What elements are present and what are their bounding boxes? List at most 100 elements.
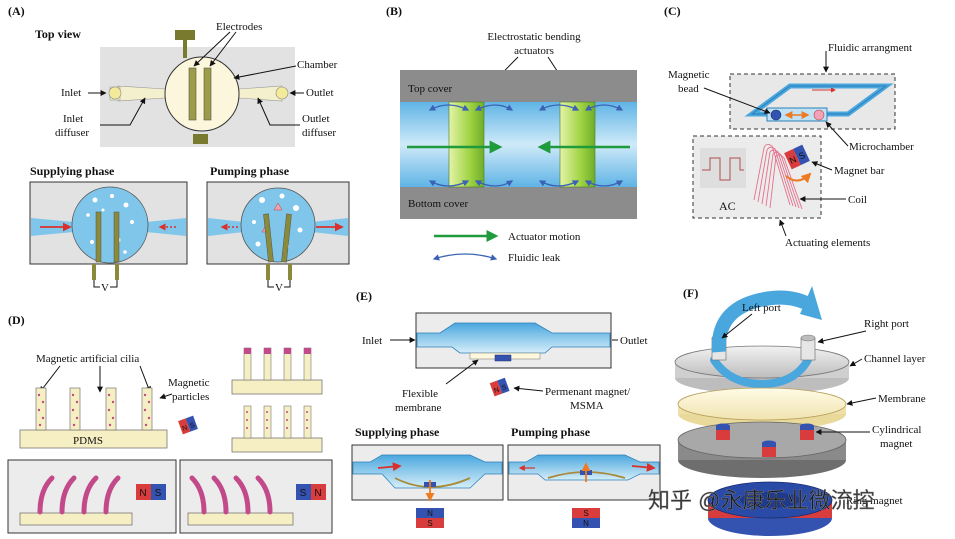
svg-text:S: S — [427, 519, 432, 528]
magnetic-bead-label-2: bead — [678, 83, 699, 95]
flexible-membrane-label-2: membrane — [395, 402, 442, 414]
actuator-left — [448, 101, 485, 188]
outlet-label: Outlet — [306, 87, 334, 99]
flow-arrow — [711, 290, 816, 353]
a-sup-voltage: V — [101, 282, 109, 294]
bottom-cover-label: Bottom cover — [408, 198, 469, 210]
svg-text:N: N — [314, 488, 321, 499]
a-pump-chamber — [240, 187, 316, 263]
e-sup-magnet-n — [416, 508, 444, 518]
a-sup-electrode-2 — [113, 211, 120, 263]
panel-d-letter: (D) — [8, 313, 25, 327]
d-bent-cilia-left — [37, 475, 121, 515]
d-variant-1-base — [231, 379, 323, 395]
actuators-label-2: actuators — [514, 45, 554, 57]
svg-text:S: S — [797, 150, 807, 162]
panel-d: (D) Magnetic artificial cilia Magnetic p… — [7, 313, 333, 534]
membrane-disk — [677, 387, 847, 421]
d-variant-2-base — [231, 437, 323, 453]
channel-layer-top — [674, 345, 850, 379]
inlet-diffuser-label-1: Inlet — [63, 113, 83, 125]
electrodes-label: Electrodes — [216, 21, 262, 33]
inlet-diffuser — [117, 85, 166, 102]
d-magnet-left-n — [136, 484, 151, 500]
legend-leak-swatch — [432, 253, 498, 261]
left-port-label: Left port — [742, 302, 781, 314]
svg-text:S: S — [583, 509, 588, 518]
a-supplying-phase-title: Supplying phase — [30, 164, 115, 178]
outlet-hole — [275, 86, 289, 100]
svg-text:N: N — [583, 519, 589, 528]
flexible-membrane-label-1: Flexible — [402, 388, 438, 400]
outlet-diffuser — [238, 85, 283, 102]
svg-text:N: N — [493, 387, 500, 395]
a-sup-electrode-1 — [95, 211, 102, 263]
panel-b-letter: (B) — [386, 4, 402, 18]
bottom-cover — [400, 187, 637, 219]
panel-c-letter: (C) — [664, 4, 681, 18]
legend-fluidic-leak: Fluidic leak — [508, 252, 561, 264]
svg-text:S: S — [501, 384, 508, 392]
b-fluid-channel — [400, 102, 637, 187]
b-leak-arrows — [428, 104, 624, 187]
e-inlet-label: Inlet — [362, 335, 382, 347]
d-variant-2-cilia — [243, 405, 312, 439]
inlet-label: Inlet — [61, 87, 81, 99]
a-pumping-phase-title: Pumping phase — [210, 164, 290, 178]
magnet-bar-label: Magnet bar — [834, 165, 885, 177]
svg-text:S: S — [155, 488, 162, 499]
a-pump-electrode-1 — [263, 213, 274, 263]
a-sup-chamber — [71, 186, 149, 264]
actuator-right — [559, 101, 596, 188]
legend-actuator-motion: Actuator motion — [508, 231, 581, 243]
e-outlet-label: Outlet — [620, 335, 648, 347]
ac-signal-box — [700, 148, 746, 188]
svg-text:S: S — [300, 488, 307, 499]
electrode-left — [188, 67, 197, 121]
electrode-right — [203, 67, 212, 121]
d-magnet-left-s — [151, 484, 166, 500]
chamber-circle — [164, 56, 240, 132]
e-channel — [416, 322, 611, 354]
particles-label-1: Magnetic — [168, 377, 210, 389]
inlet-hole — [108, 86, 122, 100]
e-supplying-phase-title: Supplying phase — [355, 425, 440, 439]
coil-label: Coil — [848, 194, 867, 206]
e-pump-magnet-s — [572, 508, 600, 518]
panel-e: (E) Inlet Outlet Flexible membrane N S P… — [351, 289, 661, 528]
cylindrical-magnet-label-1: Cylindrical — [872, 424, 922, 436]
right-port-label: Right port — [864, 318, 909, 330]
top-view-label: Top view — [35, 27, 81, 41]
d-particles — [37, 393, 151, 427]
cilia-label: Magnetic artificial cilia — [36, 353, 139, 365]
top-electrode-lead — [183, 40, 187, 58]
a-pump-electrode-2 — [281, 213, 292, 263]
top-cover-label: Top cover — [408, 83, 452, 95]
panel-c: (C) Fluidic arrangment Magnetic bead Mic… — [664, 4, 914, 249]
watermark: 知乎 @永康乐业微流控 — [648, 488, 874, 513]
channel-layer-label: Channel layer — [864, 353, 926, 365]
d-cilia-upright — [35, 387, 153, 431]
cylindrical-magnets — [716, 423, 814, 457]
svg-text:N: N — [182, 425, 189, 433]
cylindrical-magnet-label-2: magnet — [880, 438, 912, 450]
flow-arrow-head — [800, 286, 822, 320]
magnetic-bead-2 — [813, 109, 825, 121]
magnetic-bead-label-1: Magnetic — [668, 69, 710, 81]
panel-f: (F) Left port Right port Channel layer M… — [674, 286, 926, 536]
microchamber-label: Microchamber — [849, 141, 914, 153]
e-pumping-phase-title: Pumping phase — [511, 425, 591, 439]
membrane-label: Membrane — [878, 393, 926, 405]
d-magnet-right-n — [311, 484, 326, 500]
d-magnet-small: N S — [178, 415, 198, 435]
a-pump-voltage: V — [275, 282, 283, 294]
panel-f-letter: (F) — [683, 286, 698, 300]
e-magnet: N S — [489, 377, 510, 397]
panel-a-letter: (A) — [8, 4, 25, 18]
e-pump-magnet-n — [572, 518, 600, 528]
permanent-magnet-label-2: MSMA — [570, 400, 604, 412]
fluidic-arrangement-label: Fluidic arrangment — [828, 42, 912, 54]
channel-path — [710, 356, 812, 389]
pdms-label: PDMS — [73, 435, 103, 447]
svg-text:N: N — [139, 488, 146, 499]
